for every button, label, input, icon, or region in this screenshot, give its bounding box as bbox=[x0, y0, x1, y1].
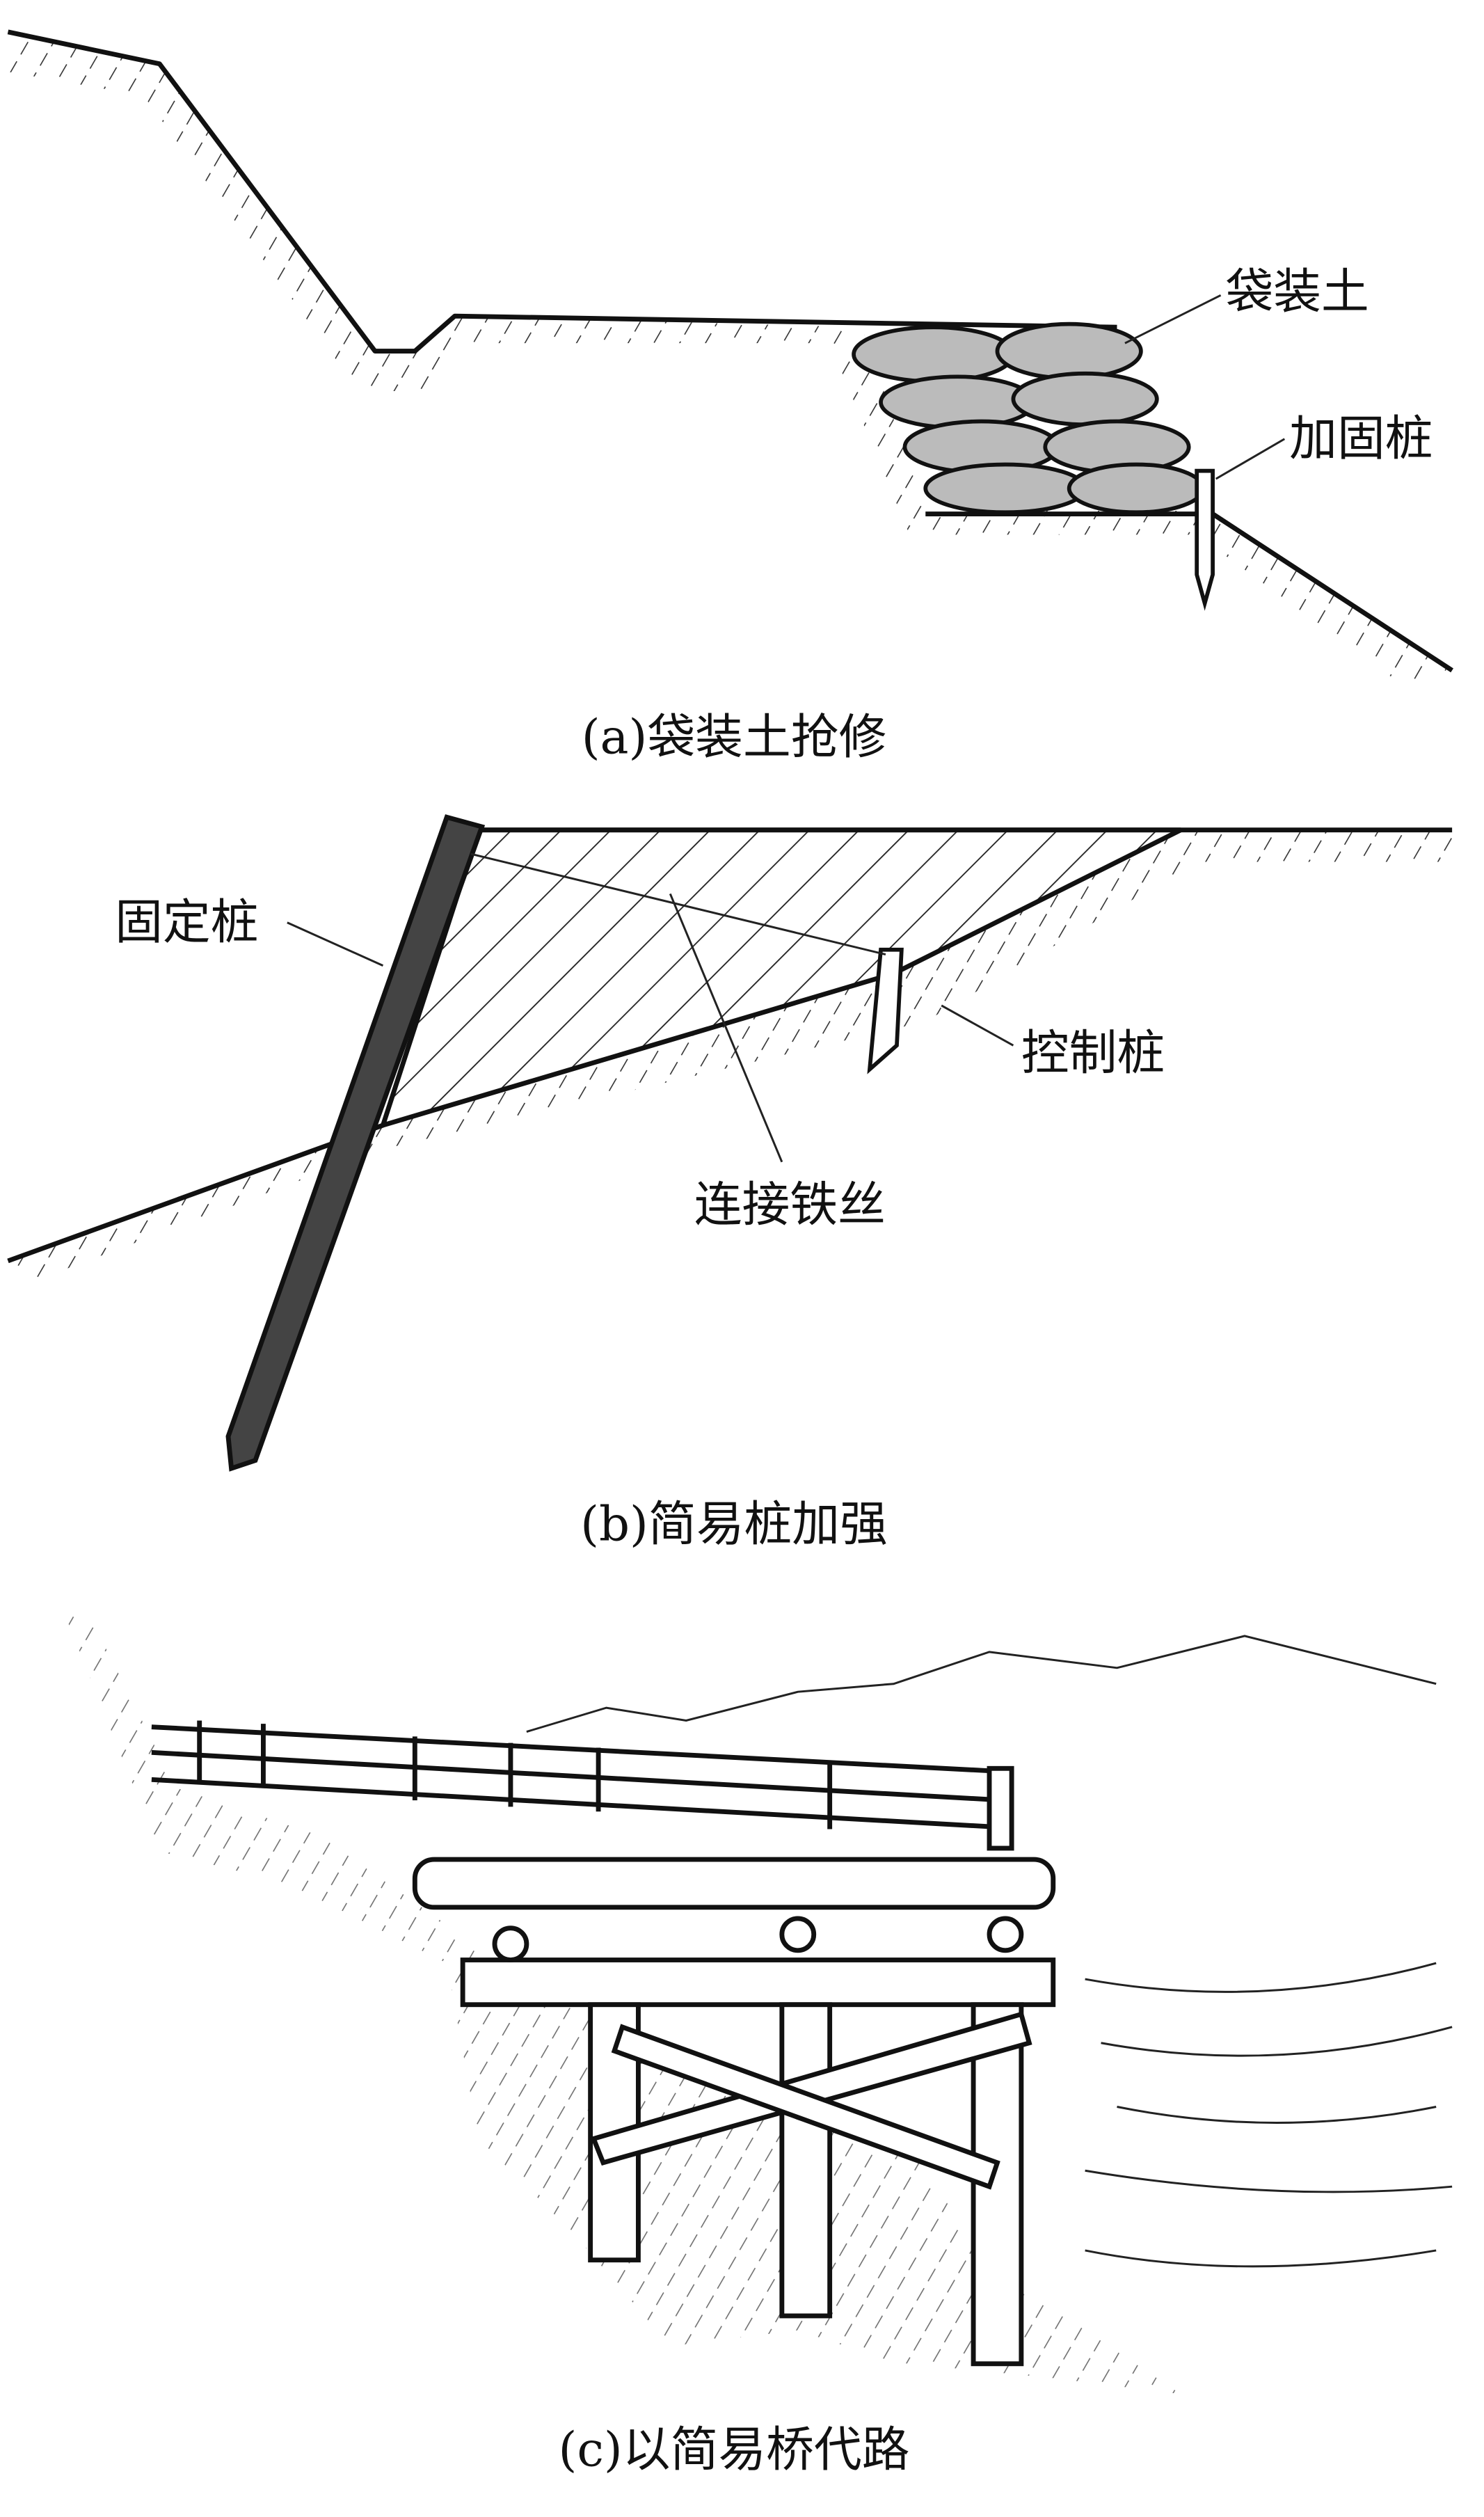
label-control-pile: 控制桩 bbox=[1021, 1026, 1165, 1081]
panel-c-temporary-bridge: (c)以简易桥代路 bbox=[63, 1612, 1453, 2478]
ground-line bbox=[7, 827, 1453, 1264]
panel-b-pile-reinforcement: 固定桩 控制桩 连接铁丝 (b)简易桩加强 bbox=[7, 814, 1453, 1552]
label-fixed-pile: 固定桩 bbox=[115, 895, 258, 951]
reinforcing-pile-shape bbox=[1195, 468, 1215, 611]
hillside-left bbox=[63, 1612, 1181, 2395]
connecting-wire bbox=[470, 852, 886, 956]
sandbag-stack bbox=[852, 321, 1206, 515]
panel-a-sandbag-repair: 袋装土 加固桩 (a)袋装土抢修 bbox=[7, 29, 1454, 765]
river-lines bbox=[1085, 1962, 1453, 2268]
bridge bbox=[151, 1720, 1056, 2367]
caption-a: (a)袋装土抢修 bbox=[582, 710, 887, 765]
caption-b: (b)简易桩加强 bbox=[580, 1496, 888, 1552]
fixed-pile-shape bbox=[225, 814, 486, 1472]
soil-hatching bbox=[8, 829, 1453, 1285]
label-reinforcing-pile: 加固桩 bbox=[1289, 411, 1433, 467]
mountain-outline bbox=[526, 1635, 1437, 1733]
control-pile-shape bbox=[867, 947, 904, 1074]
caption-c: (c)以简易桥代路 bbox=[559, 2422, 910, 2478]
label-sandbags: 袋装土 bbox=[1225, 264, 1369, 320]
ground-line bbox=[7, 29, 1117, 354]
label-connecting-wire: 连接铁丝 bbox=[694, 1177, 886, 1233]
soil-hatching bbox=[8, 31, 1453, 687]
